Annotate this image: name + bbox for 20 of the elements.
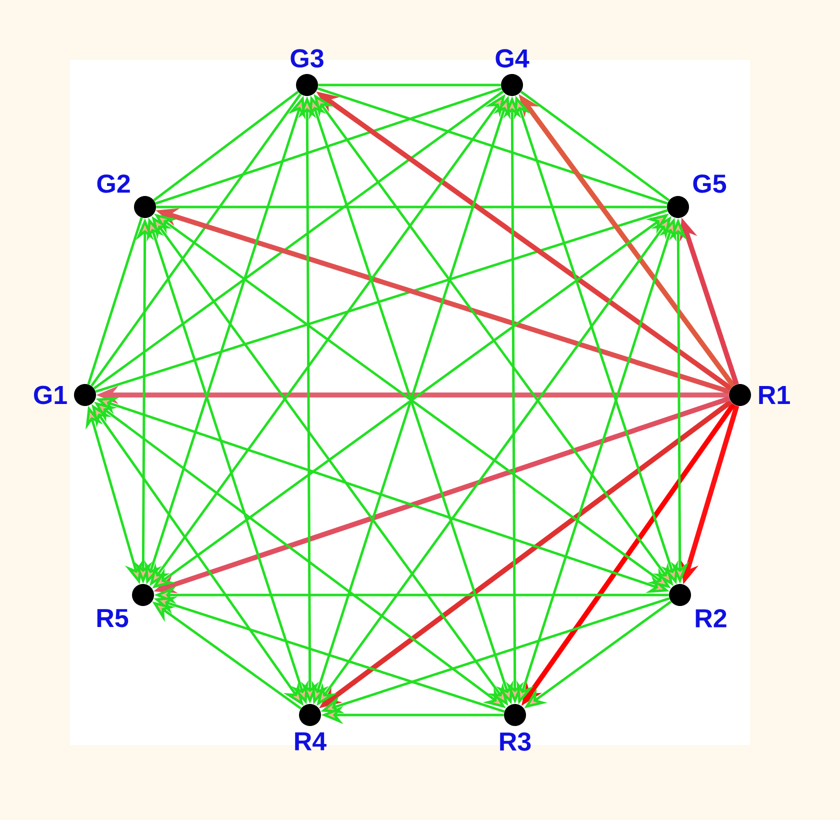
node-label: R2: [696, 609, 726, 628]
node-label: G3: [290, 49, 324, 68]
labeled-vertex: R4: [295, 704, 326, 750]
node-label: G2: [97, 174, 130, 193]
labeled-vertex: G4: [496, 49, 530, 96]
labeled-vertex: R2: [669, 584, 726, 628]
labeled-vertex: G2: [97, 174, 156, 218]
labeled-vertex: R5: [97, 584, 154, 628]
node-label: G4: [496, 49, 530, 68]
labeled-vertex: R1: [729, 384, 790, 406]
node-label: R3: [500, 732, 531, 751]
labeled-vertex: R3: [500, 704, 531, 751]
labeled-vertex: G3: [290, 49, 324, 96]
node-label: G1: [34, 386, 67, 404]
labeled-vertex: G5: [667, 174, 726, 218]
node-label: R4: [295, 732, 326, 750]
node-label: R5: [97, 609, 128, 628]
node-label: G5: [693, 174, 726, 193]
labeled-vertex: G1: [34, 384, 96, 406]
node-label: R1: [759, 386, 790, 404]
